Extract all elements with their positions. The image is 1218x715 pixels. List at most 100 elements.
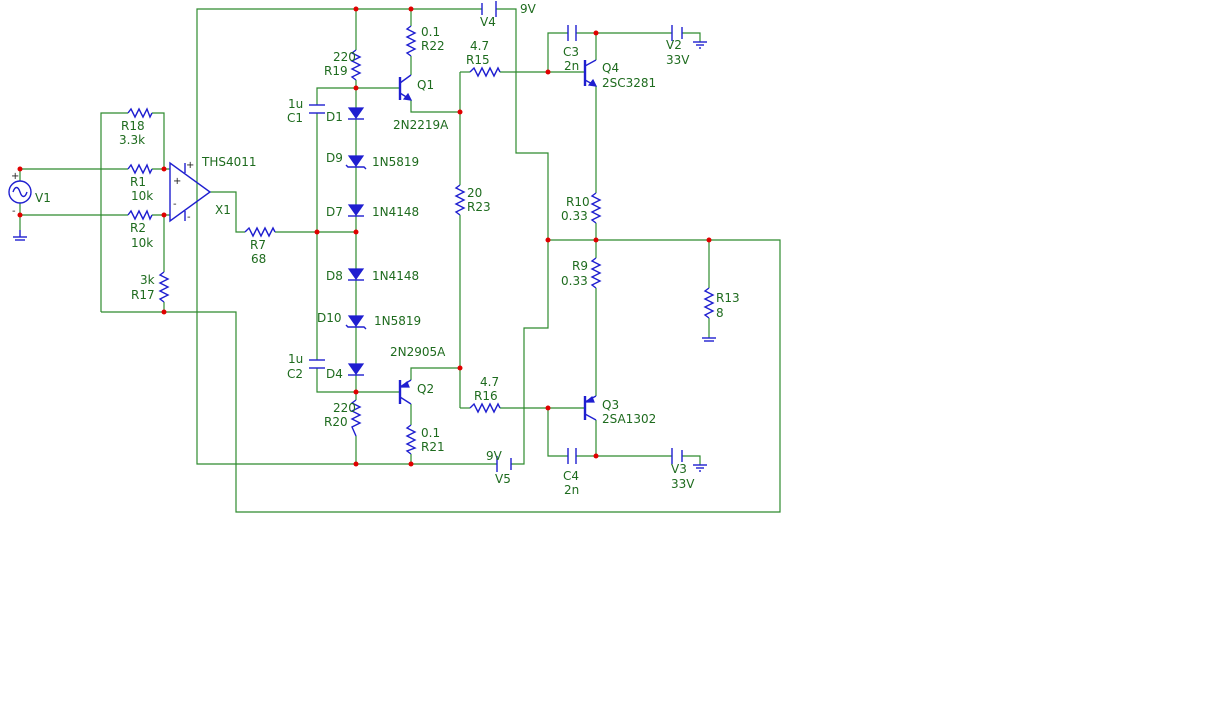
resistor-r9 xyxy=(590,257,602,289)
r16-name: R16 xyxy=(474,389,498,403)
resistor-r2 xyxy=(127,209,153,221)
v5-value: 9V xyxy=(486,449,503,463)
r2-name: R2 xyxy=(130,221,146,235)
r9-name: R9 xyxy=(572,259,588,273)
resistor-r1 xyxy=(127,163,153,175)
c1-name: C1 xyxy=(287,111,303,125)
battery-v2 xyxy=(671,25,683,41)
labels: + - V1 R18 3.3k R1 10k R2 10k 3k R17 + +… xyxy=(11,2,740,497)
diode-d10 xyxy=(345,315,367,330)
r15-value: 4.7 xyxy=(470,39,489,53)
opamp-plus-supply: + xyxy=(186,160,194,171)
transistor-q1 xyxy=(398,74,413,101)
r19-value: 220 xyxy=(333,50,356,64)
v1-label: V1 xyxy=(35,191,51,205)
d7-model: 1N4148 xyxy=(372,205,419,219)
resistor-r18 xyxy=(127,107,153,119)
diode-d4 xyxy=(347,363,365,376)
r13-value: 8 xyxy=(716,306,724,320)
r18-name: R18 xyxy=(121,119,145,133)
capacitor-c2 xyxy=(309,359,325,369)
r19-name: R19 xyxy=(324,64,348,78)
capacitor-c3 xyxy=(567,25,577,41)
d8-label: D8 xyxy=(326,269,343,283)
r22-value: 0.1 xyxy=(421,25,440,39)
q3-model: 2SA1302 xyxy=(602,412,656,426)
r18-value: 3.3k xyxy=(119,133,145,147)
q1-model: 2N2219A xyxy=(393,118,449,132)
battery-v3 xyxy=(671,448,683,464)
ground-symbol-v2 xyxy=(693,41,707,49)
c4-value: 2n xyxy=(564,483,579,497)
q2-label: Q2 xyxy=(417,382,434,396)
wires xyxy=(19,8,781,513)
capacitor-c1 xyxy=(309,104,325,114)
r13-name: R13 xyxy=(716,291,740,305)
junctions xyxy=(17,6,712,467)
resistor-r22 xyxy=(405,25,417,57)
v4-value: 9V xyxy=(520,2,537,16)
r7-value: 68 xyxy=(251,252,266,266)
r2-value: 10k xyxy=(131,236,153,250)
v3-name: V3 xyxy=(671,462,687,476)
ground-symbol-r13 xyxy=(702,337,716,342)
battery-v5 xyxy=(496,456,512,472)
c1-value: 1u xyxy=(288,97,303,111)
r22-name: R22 xyxy=(421,39,445,53)
opamp-in-plus: + xyxy=(173,176,181,187)
c2-value: 1u xyxy=(288,352,303,366)
opamp-ref: X1 xyxy=(215,203,231,217)
v4-name: V4 xyxy=(480,15,496,29)
diode-d7 xyxy=(347,204,365,217)
r16-value: 4.7 xyxy=(480,375,499,389)
r20-name: R20 xyxy=(324,415,348,429)
d7-label: D7 xyxy=(326,205,343,219)
resistor-r13 xyxy=(703,287,715,319)
battery-v4 xyxy=(481,1,497,17)
r10-name: R10 xyxy=(566,195,590,209)
r20-value: 220 xyxy=(333,401,356,415)
c2-name: C2 xyxy=(287,367,303,381)
q3-label: Q3 xyxy=(602,398,619,412)
d1-label: D1 xyxy=(326,110,343,124)
q4-model: 2SC3281 xyxy=(602,76,656,90)
resistor-r21 xyxy=(405,424,417,455)
d9-model: 1N5819 xyxy=(372,155,419,169)
q2-model: 2N2905A xyxy=(390,345,446,359)
r1-value: 10k xyxy=(131,189,153,203)
c4-name: C4 xyxy=(563,469,579,483)
c3-value: 2n xyxy=(564,59,579,73)
q1-label: Q1 xyxy=(417,78,434,92)
resistor-r20 xyxy=(350,399,362,437)
r10-value: 0.33 xyxy=(561,209,588,223)
v2-value: 33V xyxy=(666,53,690,67)
v1-minus-label: - xyxy=(12,206,16,217)
resistor-r15 xyxy=(469,66,501,78)
r17-name: R17 xyxy=(131,288,155,302)
resistor-r7 xyxy=(244,226,276,238)
d10-label: D10 xyxy=(317,311,342,325)
opamp-in-minus: - xyxy=(173,199,177,210)
c3-name: C3 xyxy=(563,45,579,59)
transistor-q2 xyxy=(398,379,412,405)
q4-label: Q4 xyxy=(602,61,619,75)
diode-d8 xyxy=(347,268,365,281)
r23-name: R23 xyxy=(467,200,491,214)
transistor-q4 xyxy=(583,59,598,87)
opamp-model: THS4011 xyxy=(201,155,257,169)
r15-name: R15 xyxy=(466,53,490,67)
r1-name: R1 xyxy=(130,175,146,189)
v5-name: V5 xyxy=(495,472,511,486)
d4-label: D4 xyxy=(326,367,343,381)
diode-d1 xyxy=(347,107,365,120)
ground-symbol-v3 xyxy=(693,464,707,472)
capacitor-c4 xyxy=(567,448,577,464)
opamp-x1 xyxy=(169,161,212,223)
resistor-r17 xyxy=(158,271,170,303)
transistor-q3 xyxy=(583,395,597,421)
resistor-r23 xyxy=(454,184,466,216)
resistor-r19 xyxy=(350,49,362,81)
diode-d9 xyxy=(345,155,367,170)
r21-value: 0.1 xyxy=(421,426,440,440)
